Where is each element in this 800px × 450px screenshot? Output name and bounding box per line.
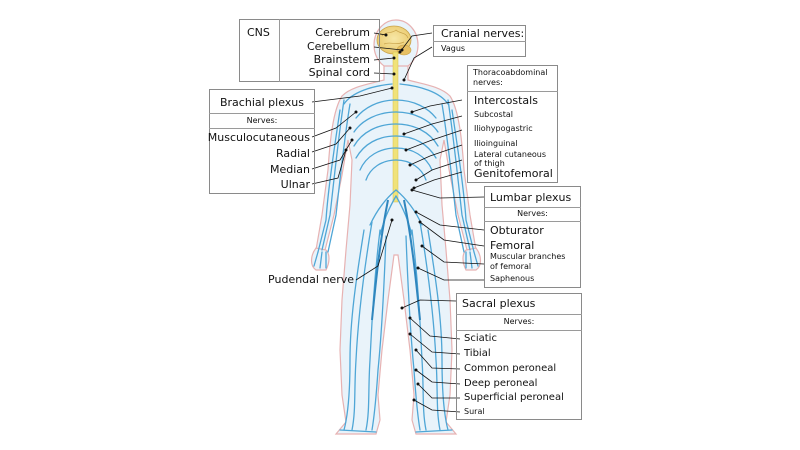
thoraco-title-line1: Thoracoabdominal [473,68,548,77]
thoraco-box [467,65,558,183]
sacral-item-deep-peroneal: Deep peroneal [464,378,538,389]
lumbar-divider-2 [484,221,581,222]
sacral-divider-1 [456,314,582,315]
thoraco-item-genitofemoral: Genitofemoral [474,167,553,180]
cns-item-cerebellum: Cerebellum [306,40,370,53]
cns-item-cerebrum: Cerebrum [315,26,370,39]
thoraco-item-iliohypogastric: Iliohypogastric [474,124,533,133]
cranial-title: Cranial nerves: [441,27,525,40]
sacral-box [456,293,582,420]
sacral-item-common-peroneal: Common peroneal [464,363,557,374]
cns-item-brainstem: Brainstem [313,53,370,66]
lumbar-item-muscular-line1: Muscular branches [490,252,566,261]
sciatic-trunks [371,199,421,321]
spinal-cord [392,51,399,203]
cns-item-spinal-cord: Spinal cord [308,66,370,79]
brachial-divider-1 [209,113,315,114]
thoraco-item-lateral-line1: Lateral cutaneous [474,150,547,159]
lumbar-box [484,186,581,288]
sacral-item-sciatic: Sciatic [464,333,497,344]
brachial-item-median: Median [269,163,310,176]
lumbar-item-femoral: Femoral [490,239,535,252]
thoraco-item-ilioinguinal: Ilioinguinal [474,139,518,148]
brachial-item-ulnar: Ulnar [280,178,310,191]
brachial-divider-2 [209,128,315,129]
leader-lines [311,32,485,413]
thoraco-item-intercostals: Intercostals [474,94,538,107]
thoraco-divider [467,91,558,92]
brachial-item-musculocutaneous: Musculocutaneous [207,131,310,144]
lumbar-item-obturator: Obturator [490,224,544,237]
cns-divider [279,19,280,82]
cns-box [239,19,380,82]
thoraco-item-lateral-line2: of thigh [474,159,505,168]
cns-title: CNS [247,26,270,39]
brachial-box [209,89,315,194]
leader-dots [344,33,424,402]
lumbar-item-saphenous: Saphenous [490,274,535,283]
brachial-item-radial: Radial [276,147,310,160]
thoraco-item-subcostal: Subcostal [474,110,513,119]
sacral-divider-2 [456,330,582,331]
nerve-network [313,83,479,433]
cranial-divider [433,41,526,42]
sacral-item-sural: Sural [464,407,485,416]
lumbar-subtitle: Nerves: [517,209,548,218]
sacral-subtitle: Nerves: [503,317,535,326]
sacral-title: Sacral plexus [462,297,536,310]
brachial-title: Brachial plexus [219,96,304,109]
brachial-subtitle: Nerves: [246,116,278,125]
cranial-item-vagus: Vagus [441,44,466,53]
sacral-item-superficial-peroneal: Superficial peroneal [464,392,564,403]
lumbar-item-muscular-line2: of femoral [490,262,532,271]
pudendal-label: Pudendal nerve [268,273,354,286]
lumbar-title: Lumbar plexus [490,191,572,204]
lumbar-divider-1 [484,207,581,208]
thoraco-title-line2: nerves: [473,78,503,87]
sacral-item-tibial: Tibial [464,348,491,359]
